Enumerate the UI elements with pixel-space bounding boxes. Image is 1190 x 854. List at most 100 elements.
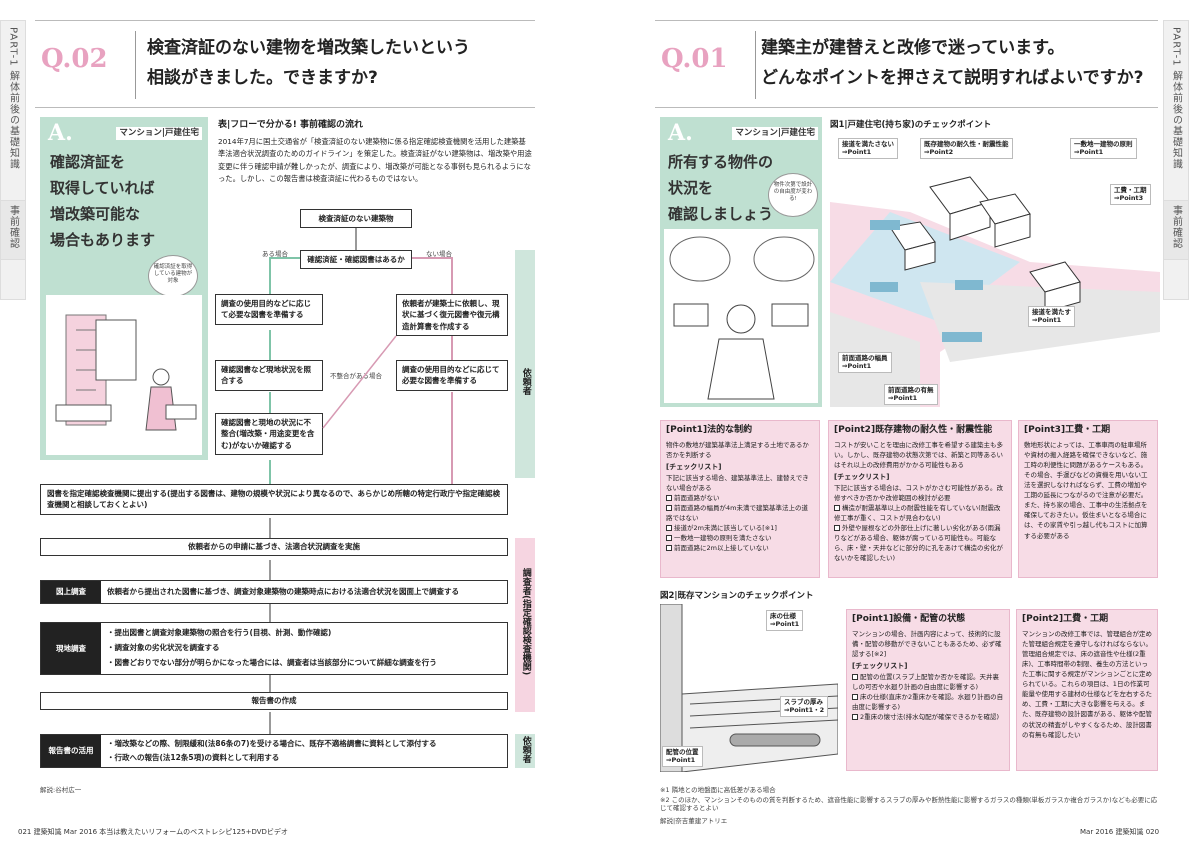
flow-field-1: ・提出図書と調査対象建築物の照合を行う(目視、計測、動作確認) (107, 628, 332, 637)
right-note-2: ※2 このほか、マンションそのものの質を判断するため、遮音性能に影響するスラブの… (660, 796, 1158, 813)
left-answer-line-3: 増改築可能な (50, 205, 141, 223)
fig2-label-0: 床の仕様⇒Point1 (766, 610, 804, 631)
fig1-label-4-point: ⇒Point1 (1032, 316, 1062, 325)
right-q-title-1: 建築主が建替えと改修で迷っています。 (761, 38, 1065, 58)
point1-item: 前面道路に2m以上接していない (666, 543, 814, 553)
left-intro-text: 2014年7月に国土交通省が「検査済証のない建築物に係る指定確認検査機関を活用し… (218, 137, 532, 184)
mansion-point1-item-text: 配管の位置(スラブ上配管か否かを確認。天井裏しの可否や水廻り計画の自由度に影響す… (852, 672, 1000, 692)
checkbox-icon (666, 495, 672, 502)
left-answer-line-1: 確認済証を (50, 153, 126, 171)
mansion-point1-title: [Point1]設備・配管の状態 (852, 614, 966, 624)
point3-body: 敷地形状によっては、工事車両の駐車場所や資材の搬入経路を確保できないなど、施工時… (1024, 440, 1148, 540)
point1-item-text: 前面道路の幅員が4m未満で建築基準法上の道路ではない (666, 504, 808, 523)
fig1-label-4-text: 接道を満たす (1032, 308, 1071, 316)
point1-box: [Point1]法的な制約 物件の敷地が建築基準法上満足する土地であるか否かを判… (660, 420, 820, 578)
side-bar-requester-1-label: 依頼者 (520, 368, 531, 395)
fig2-label-1: スラブの厚み⇒Point1・2 (780, 696, 829, 717)
left-credit: 解説:谷村広一 (40, 786, 82, 794)
point1-item-text: 前面道路に2m以上接していない (674, 544, 769, 553)
fig2-label-1-point: ⇒Point1・2 (784, 706, 825, 715)
left-q-title-2: 相談がきました。できますか? (147, 68, 378, 88)
fig2-label-1-text: スラブの厚み (784, 698, 823, 706)
left-q-divider (135, 31, 136, 99)
flow-desk-row: 図上調査 依頼者から提出された図書に基づき、調査対象建築物の建築時点における法適… (40, 580, 508, 604)
flow-yes-2: 確認図書など現地状況を照合する (215, 360, 323, 391)
point3-title: [Point3]工費・工期 (1024, 425, 1111, 435)
left-side-tab-2: 事前確認 (0, 200, 26, 260)
fig1-label-3-point: ⇒Point3 (1114, 194, 1144, 203)
mansion-point2-title: [Point2]工費・工期 (1022, 614, 1109, 624)
mansion-point1-box: [Point1]設備・配管の状態 マンションの場合、計画内容によって、技術的に設… (846, 609, 1010, 771)
left-side-tab-text: PART-1 解体前後の基礎知識 (7, 27, 19, 170)
checkbox-icon (852, 714, 858, 721)
left-question-header: Q.02 検査済証のない建物を増改築したいという 相談がきました。できますか? (35, 20, 535, 108)
point2-box: [Point2]既存建物の耐久性・耐震性能 コストが安いことを理由に改修工事を希… (828, 420, 1012, 578)
fig2-diagram (659, 603, 839, 773)
flow-use-1: ・増改築などの際、制限緩和(法86条の7)を受ける場合に、既存不適格調書に資料と… (107, 739, 437, 748)
flow-no-1: 依頼者が建築士に依頼し、現状に基づく復元図書や復元構造計算書を作成する (396, 294, 508, 336)
right-illustration-svg (669, 236, 815, 400)
flow-field-row: 現地調査 ・提出図書と調査対象建築物の照合を行う(目視、計測、動作確認) ・調査… (40, 622, 508, 675)
point1-body: 物件の敷地が建築基準法上満足する土地であるか否かを判断する (666, 440, 809, 459)
mansion-point2-body: マンションの改修工事では、管理組合が定めた管理組合規定を遵守しなければならない。… (1022, 629, 1152, 739)
left-answer-tag: マンション|戸建住宅 (116, 127, 202, 141)
fig1-label-5-point: ⇒Point1 (842, 362, 872, 371)
fig1-label-0: 接道を満たさない⇒Point1 (838, 138, 898, 159)
fig1-label-4: 接道を満たす⇒Point1 (1028, 306, 1075, 327)
checkbox-icon (852, 673, 858, 680)
flow-no-2: 調査の使用目的などに応じて必要な図書を準備する (396, 360, 508, 391)
fig1-label-0-point: ⇒Point1 (842, 148, 872, 157)
checkbox-icon (666, 545, 672, 552)
side-bar-requester-1: 依頼者 (515, 250, 535, 478)
right-question-header: Q.01 建築主が建替えと改修で迷っています。 どんなポイントを押さえて説明すれ… (655, 20, 1158, 108)
right-illustration (664, 229, 818, 403)
left-illustration (46, 295, 202, 455)
right-answer-tag: マンション|戸建住宅 (732, 127, 818, 141)
side-bar-surveyor: 調査者(指定確認検査機関) (515, 538, 535, 712)
point1-checklist-intro: 下記に該当する場合、建築基準法上、建替えできない場合がある (666, 473, 809, 492)
left-q-number: Q.02 (41, 44, 108, 74)
fig1-label-6-text: 前面道路の有無 (888, 386, 934, 394)
flow-use-row: 報告書の活用 ・増改築などの際、制限緩和(法86条の7)を受ける場合に、既存不適… (40, 734, 508, 768)
mansion-point1-body: マンションの場合、計画内容によって、技術的に設備・配管の移動ができないこともある… (852, 629, 1002, 659)
point2-body: コストが安いことを理由に改修工事を希望する建築主も多い。しかし、既存建物の状態次… (834, 440, 1003, 470)
point2-item: 構造が耐震基準以上の耐震性能を有していない(耐震改修工事が重く、コストが見合わな… (834, 503, 1006, 523)
left-answer-line-4: 場合もあります (50, 231, 156, 249)
point1-item: 前面道路の幅員が4m未満で建築基準法上の道路ではない (666, 503, 814, 523)
fig1-label-1-point: ⇒Point2 (924, 148, 954, 157)
checkbox-icon (834, 505, 840, 512)
point1-checklist-title: [チェックリスト] (666, 463, 722, 472)
right-footer: Mar 2016 建築知識 020 (1080, 828, 1160, 836)
fig2-label-2: 配管の位置⇒Point1 (662, 746, 703, 767)
fig1-diagram-svg (830, 176, 1160, 407)
right-note-1: ※1 隣地との地盤面に高低差がある場合 (660, 786, 776, 794)
left-answer-a: A. (48, 120, 73, 146)
flow-connectors (269, 227, 453, 734)
point1-item: 前面道路がない (666, 493, 814, 503)
point3-box: [Point3]工費・工期 敷地形状によっては、工事車両の駐車場所や資材の搬入経… (1018, 420, 1158, 578)
checkbox-icon (834, 525, 840, 532)
fig1-label-5: 前面道路の幅員⇒Point1 (838, 352, 892, 373)
mansion-point1-item-text: 2重床の懐寸法(排水勾配が確保できるかを確認) (860, 713, 1000, 722)
point1-item: 一敷地一建物の原則を満たさない (666, 533, 814, 543)
side-bar-surveyor-label: 調査者(指定確認検査機関) (520, 568, 531, 676)
flow-desk-label: 図上調査 (41, 581, 101, 603)
right-answer-a: A. (668, 120, 693, 146)
checkbox-icon (852, 694, 858, 701)
mansion-point1-checklist-title: [チェックリスト] (852, 662, 908, 671)
fig2-title: 図2|既存マンションのチェックポイント (660, 591, 814, 601)
fig1-label-1-text: 既存建物の耐久性・耐震性能 (924, 140, 1009, 148)
side-bar-requester-2: 依頼者 (515, 734, 535, 768)
right-answer-line-1: 所有する物件の (668, 153, 774, 171)
point1-title: [Point1]法的な制約 (666, 425, 753, 435)
mansion-point1-item: 床の仕様(直床か2重床かを確認。水廻り計画の自由度に影響する) (852, 692, 1004, 712)
fig1-label-2-point: ⇒Point1 (1074, 148, 1104, 157)
side-bar-requester-2-label: 依頼者 (520, 736, 531, 763)
fig2-label-0-text: 床の仕様 (770, 612, 796, 620)
left-table-title: 表|フローで分かる! 事前確認の流れ (218, 120, 363, 130)
point1-item-text: 一敷地一建物の原則を満たさない (674, 534, 772, 543)
left-answer-panel: A. マンション|戸建住宅 確認済証を 取得していれば 増改築可能な 場合もあり… (40, 117, 208, 460)
right-side-tab-2: 事前確認 (1163, 200, 1189, 260)
fig2-label-2-text: 配管の位置 (666, 748, 699, 756)
point2-checklist-title: [チェックリスト] (834, 473, 890, 482)
